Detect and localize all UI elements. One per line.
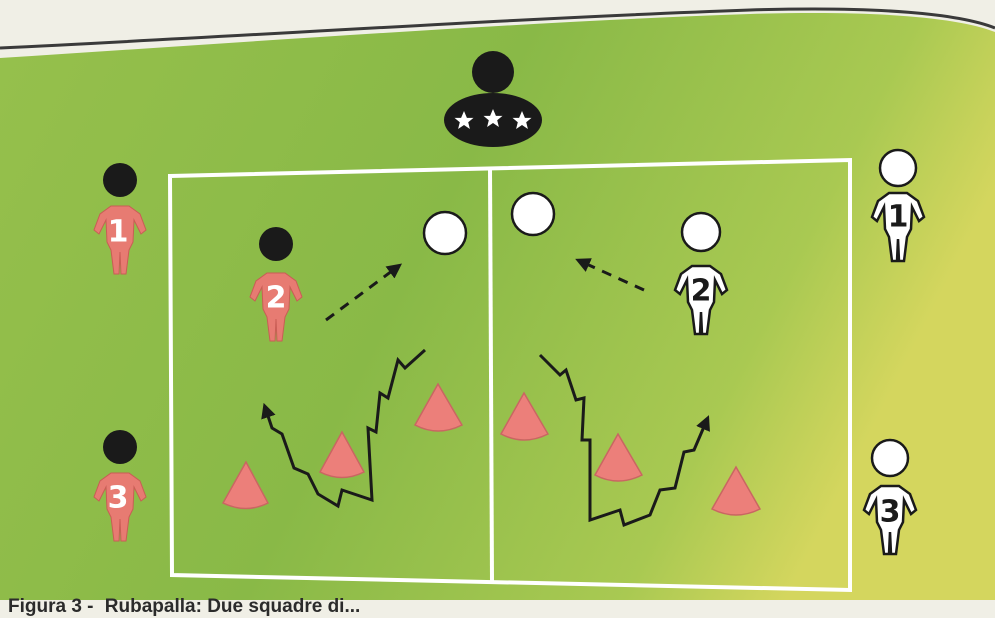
- figure-label: Figura 3 -: [8, 596, 94, 617]
- ball-left: [424, 212, 466, 254]
- figure-caption-text: Rubapalla: Due squadre di...: [105, 596, 361, 617]
- player-number: 2: [266, 281, 287, 316]
- figure-caption: Figura 3 - Rubapalla: Due squadre di...: [8, 596, 360, 617]
- player-head: [103, 163, 137, 197]
- player-head: [682, 213, 720, 251]
- player-number: 3: [880, 495, 901, 530]
- player-head: [259, 227, 293, 261]
- player-number: 3: [108, 481, 129, 516]
- player-number: 1: [888, 200, 909, 235]
- player-head: [872, 440, 908, 476]
- ball-right: [512, 193, 554, 235]
- player-number: 1: [108, 215, 129, 250]
- player-number: 2: [691, 274, 712, 309]
- center-line: [490, 168, 492, 582]
- coach-head: [472, 51, 514, 93]
- player-head: [103, 430, 137, 464]
- player-head: [880, 150, 916, 186]
